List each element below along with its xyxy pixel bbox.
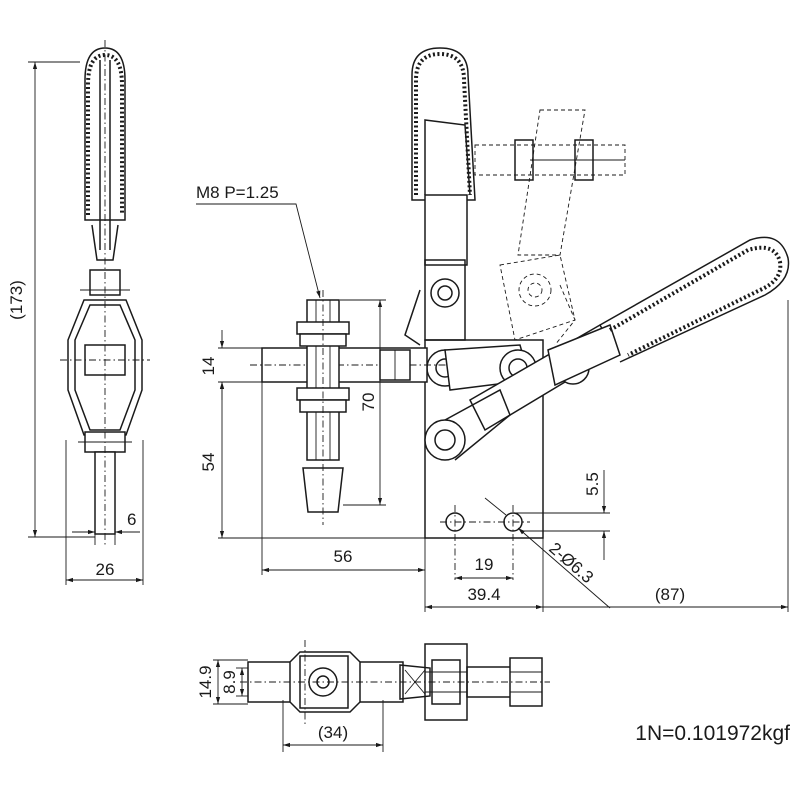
side-width-dim: 26 — [96, 560, 115, 579]
spindle-height-dim: 70 — [359, 393, 378, 412]
reach-dim: 56 — [334, 547, 353, 566]
hole-diameter-dim: 2-Ø6.3 — [545, 539, 597, 587]
side-thickness-dim: 6 — [127, 510, 136, 529]
plan-view — [240, 640, 550, 725]
thread-spec-label: M8 P=1.25 — [196, 183, 279, 202]
plan-width-inner-dim: 8.9 — [220, 670, 239, 694]
plan-width-outer-dim: 14.9 — [196, 665, 215, 698]
force-conversion-note: 1N=0.101972kgf — [635, 722, 790, 745]
arm-height-dim: 14 — [199, 357, 218, 376]
front-view — [250, 47, 790, 580]
base-length-dim: 39.4 — [467, 585, 500, 604]
side-view: (173) 6 26 — [7, 40, 150, 585]
hole-offset-dim: 5.5 — [583, 472, 602, 496]
base-height-dim: 54 — [199, 453, 218, 472]
overall-height-dim: (173) — [7, 280, 26, 320]
handle-reach-dim: (87) — [655, 585, 685, 604]
plan-length-dim: (34) — [318, 723, 348, 742]
hole-pitch-dim: 19 — [475, 555, 494, 574]
